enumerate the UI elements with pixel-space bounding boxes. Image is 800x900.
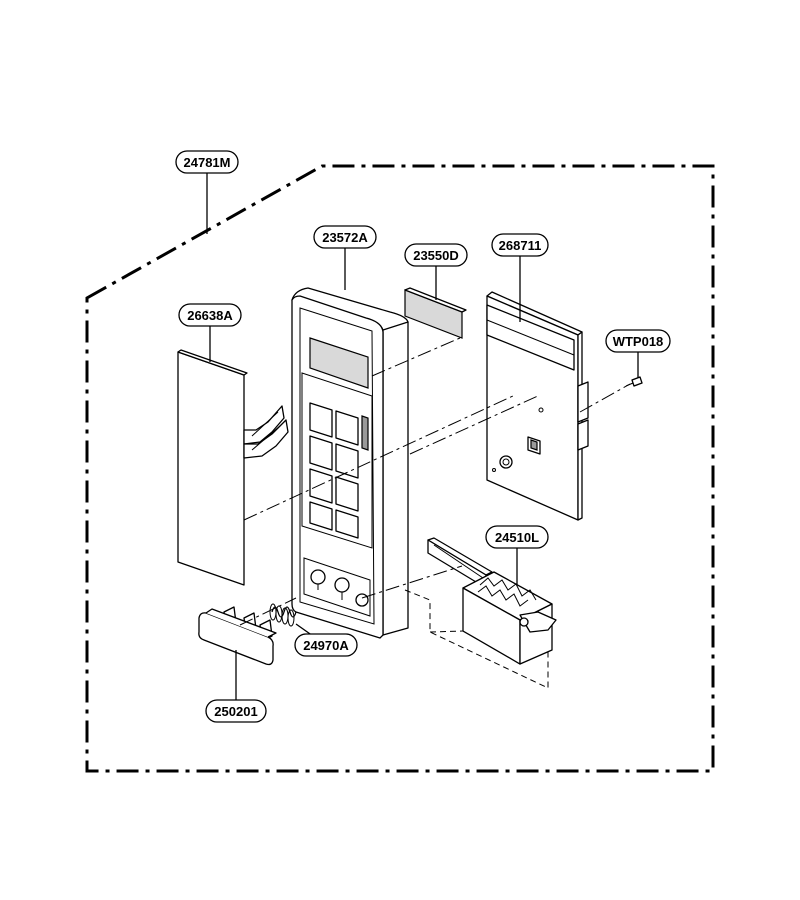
latch-lever (427, 537, 557, 665)
part-label-wtp018: WTP018 (605, 329, 671, 353)
leader-lines (206, 173, 639, 700)
assembly-boundary (85, 164, 715, 773)
svg-text:23572A: 23572A (322, 230, 368, 245)
svg-text:24970A: 24970A (303, 638, 349, 653)
svg-text:250201: 250201 (214, 704, 257, 719)
svg-text:268711: 268711 (499, 238, 542, 253)
keypad-grid (309, 402, 369, 539)
part-label-250201: 250201 (205, 699, 267, 723)
part-label-24970a: 24970A (294, 633, 358, 657)
part-label-24510l: 24510L (485, 525, 549, 549)
part-label-23572a: 23572A (313, 225, 377, 249)
part-label-26638a: 26638A (178, 303, 242, 327)
svg-text:26638A: 26638A (187, 308, 233, 323)
membrane-keypad (177, 349, 289, 586)
door-button (198, 606, 277, 666)
part-label-23550d: 23550D (404, 243, 468, 267)
svg-text:24510L: 24510L (495, 530, 539, 545)
svg-text:WTP018: WTP018 (613, 334, 664, 349)
part-label-268711: 268711 (491, 233, 549, 257)
control-panel-frame (291, 287, 409, 639)
assembly-centerlines (239, 337, 631, 626)
part-label-24781m: 24781M (175, 150, 239, 174)
svg-text:24781M: 24781M (184, 155, 231, 170)
svg-text:23550D: 23550D (413, 248, 459, 263)
latch-alignment-lines (404, 589, 549, 689)
pcb-assembly (486, 291, 589, 521)
